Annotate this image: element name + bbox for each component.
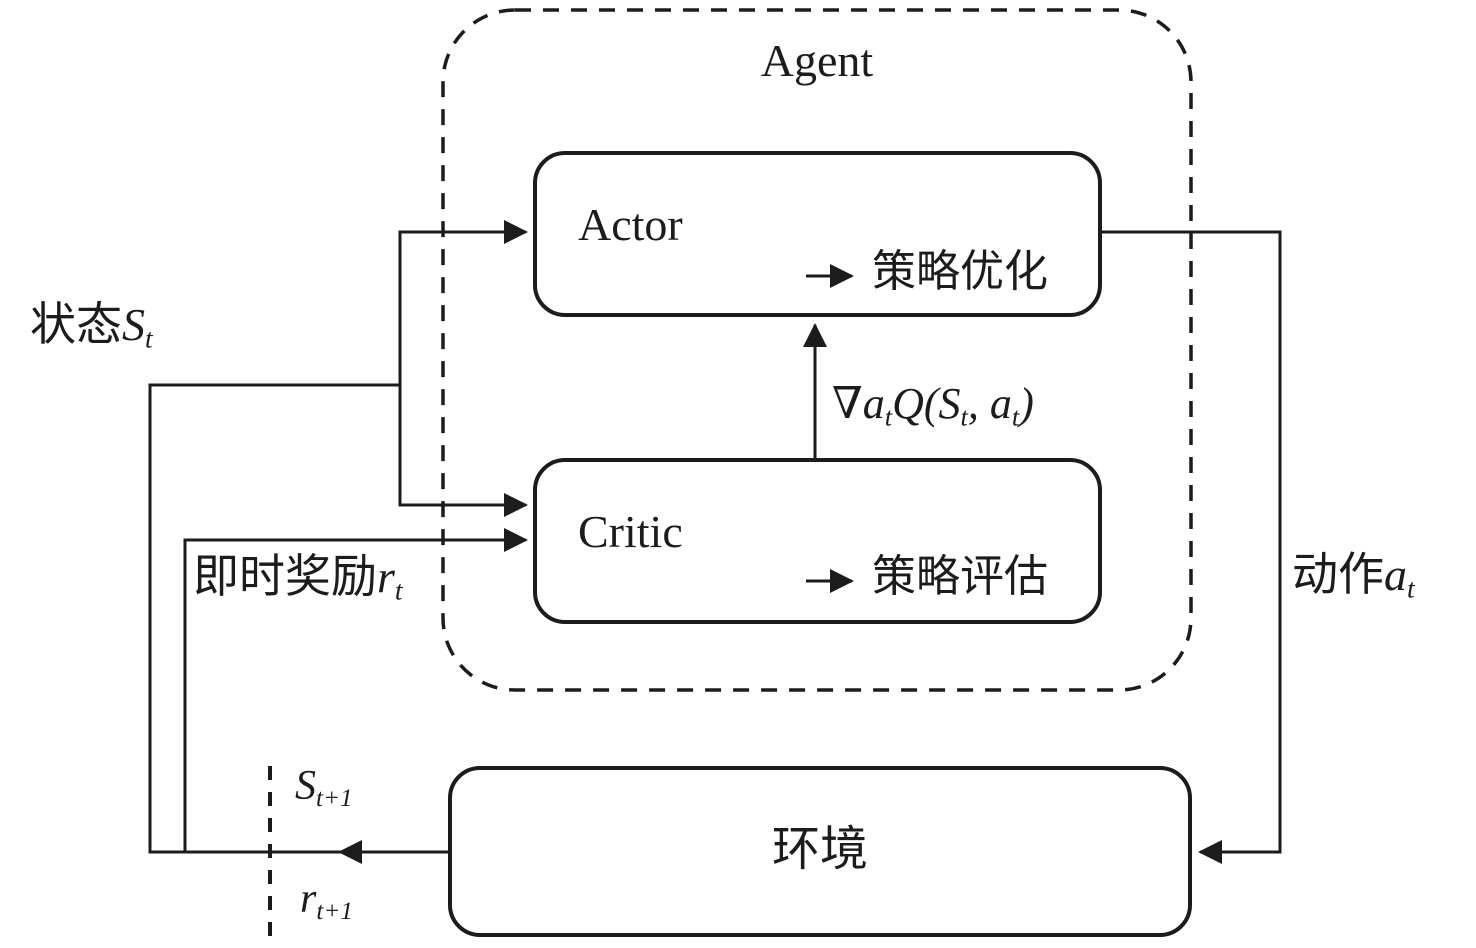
reward-label: 即时奖励rt [193,551,403,606]
gradient-mid: , a [967,379,1012,428]
critic-box [533,458,1102,624]
next-state-symbol: S [295,763,316,809]
agent-boundary-box [441,8,1193,692]
agent-label: Agent [717,35,917,87]
action-prefix: 动作 [1292,549,1384,600]
policy-optimization-text: 策略优化 [872,247,1048,296]
gradient-a-sub: t [884,401,893,432]
agent-label-text: Agent [760,35,874,86]
critic-label-text: Critic [578,506,683,557]
actor-label-text: Actor [578,199,683,250]
state-sub: t [145,322,153,354]
next-reward-sub: t+1 [316,898,353,926]
next-reward-label: rt+1 [300,876,353,926]
nabla-symbol: ∇ [832,379,863,428]
environment-label-text: 环境 [771,823,868,876]
state-to-critic-arrow [398,385,528,517]
reward-sub: t [394,574,403,606]
gradient-s-sub: t [960,401,968,432]
policy-evaluation-label: 策略评估 [872,552,1048,601]
policy-optimization-label: 策略优化 [872,247,1048,296]
gradient-a: a [862,379,885,428]
action-sub: t [1407,572,1415,604]
reward-to-critic-arrow [183,528,528,852]
reward-symbol: r [377,551,395,602]
gradient-q: Q(S [892,379,961,428]
next-state-sub: t+1 [316,785,353,813]
gradient-formula: ∇atQ(St, at) [832,379,1034,432]
state-label: 状态St [30,299,153,354]
policy-evaluation-text: 策略评估 [872,552,1048,601]
gradient-close: ) [1019,379,1034,428]
reward-prefix: 即时奖励 [193,551,377,602]
actor-label: Actor [578,199,683,251]
action-symbol: a [1384,549,1407,600]
action-label: 动作at [1292,549,1415,604]
actor-box [533,151,1102,317]
state-symbol: S [122,299,145,350]
state-to-actor-arrow [148,220,528,854]
state-prefix: 状态 [30,299,122,350]
environment-label: 环境 [450,823,1190,877]
next-reward-symbol: r [300,876,317,922]
gradient-a2-sub: t [1011,401,1020,432]
critic-label: Critic [578,506,683,558]
next-state-label: St+1 [295,763,353,813]
action-arrow [1100,230,1282,864]
